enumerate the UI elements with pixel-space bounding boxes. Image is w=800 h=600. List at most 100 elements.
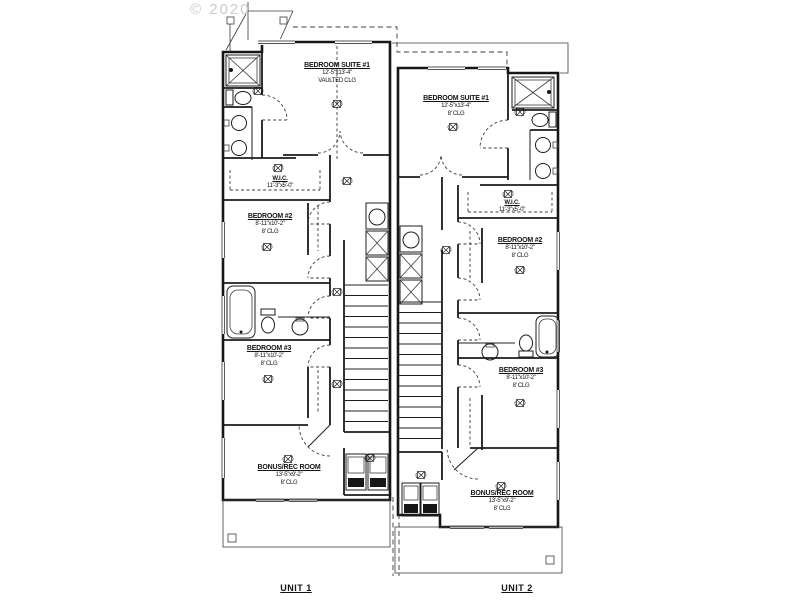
copyright-watermark: © 2020 (190, 1, 251, 18)
ceiling-fixture-icon (495, 482, 507, 490)
unit2-stairs (399, 301, 441, 439)
door-arc (457, 364, 481, 388)
unit1-washer-dryer (345, 453, 389, 491)
room-label-unit2-bonus: BONUS/REC ROOM 13'-5"x9'-2" 8' CLG (470, 490, 534, 512)
ceiling-fixture-icon (514, 266, 526, 274)
room-label-unit2-wic: W.I.C. 11'-3"x5'-0" (498, 200, 526, 214)
door-arc (261, 94, 288, 121)
unit2-laundry-stack (399, 225, 423, 305)
party-line-dashed (392, 497, 400, 576)
unit2-deck (394, 526, 563, 574)
door-arc (479, 119, 509, 149)
deck-post (545, 555, 555, 565)
window (258, 40, 295, 44)
unit2-toilet-master (531, 111, 557, 128)
room-label-unit2-bedroom3: BEDROOM #3 8'-11"x10'-2" 8' CLG (498, 367, 544, 389)
unit1-stairs (345, 284, 388, 422)
unit1-wic-rod (229, 170, 321, 191)
door-leaf (453, 447, 479, 471)
window (489, 525, 523, 529)
window (256, 498, 284, 502)
window (556, 232, 560, 270)
roof-detail-lines (225, 2, 569, 74)
ceiling-fixture-icon (331, 288, 343, 296)
ceiling-fixture-icon (272, 164, 284, 172)
window (289, 498, 317, 502)
unit1-sink-bath2 (291, 317, 309, 336)
ceiling-fixture-icon (282, 455, 294, 463)
unit1-doors (261, 94, 364, 457)
ceiling-fixture-icon (261, 243, 273, 251)
unit1-double-sinks (223, 115, 247, 156)
window (221, 222, 225, 258)
tub-faucet (239, 330, 243, 334)
window (450, 525, 484, 529)
ceiling-fixture-icon (440, 246, 452, 254)
unit2-toilet-bath2 (518, 334, 534, 358)
washer-drum (402, 231, 420, 249)
unit2-double-sinks (535, 137, 559, 179)
unit2-windows (428, 65, 561, 530)
ceiling-fixture-icon (514, 399, 526, 407)
door-arc (446, 447, 479, 480)
room-label-unit1-bedroom2: BEDROOM #2 8'-11"x10'-2" 8' CLG (247, 213, 293, 235)
roof-post-square (226, 16, 235, 25)
unit-2-label: UNIT 2 (501, 583, 533, 593)
room-label-unit1-suite: BEDROOM SUITE #1 12'-5"x13'-4" VAULTED C… (304, 62, 370, 84)
unit1-toilet-master (225, 89, 252, 106)
door-arc (307, 295, 331, 319)
deck-post (227, 533, 237, 543)
roof-post-square (279, 16, 288, 25)
door-arc (298, 424, 331, 457)
shower-head (547, 90, 551, 94)
unit1-deck (222, 499, 391, 548)
unit1-shower (225, 54, 261, 87)
window (221, 438, 225, 478)
unit1-laundry-stack (365, 202, 389, 282)
door-arc (307, 201, 331, 225)
door-arc (457, 277, 481, 301)
unit-1-label: UNIT 1 (280, 583, 312, 593)
window (221, 362, 225, 400)
room-label-unit1-bedroom3: BEDROOM #3 8'-11"x10'-2" 8' CLG (246, 345, 292, 367)
unit2-interior-walls (398, 73, 558, 480)
unit2-sink-bath2 (481, 343, 499, 361)
unit1-interior-walls (223, 42, 390, 496)
ceiling-fixture-icon (341, 177, 353, 185)
roof-overhang-dashed (293, 26, 508, 66)
ceiling-fixture-icon (415, 471, 427, 479)
ceiling-fixture-icon (331, 380, 343, 388)
unit2-doors (419, 119, 509, 480)
room-label-unit1-wic: W.I.C. 11'-3"x5'-0" (266, 176, 294, 190)
unit2-shower (511, 76, 555, 109)
window (428, 66, 465, 70)
roof-hip-line-left (225, 13, 247, 51)
window (221, 296, 225, 334)
unit2-plan (394, 65, 563, 574)
unit1-ceiling-fixtures (252, 87, 376, 463)
window (335, 40, 372, 44)
shower-head (229, 68, 233, 72)
unit2-tub (535, 315, 560, 358)
eave-outline (392, 42, 569, 74)
door-arc (457, 221, 481, 245)
washer-drum (368, 208, 386, 226)
door-leaf (307, 424, 331, 448)
french-doors (419, 153, 463, 176)
door-arc (457, 317, 481, 341)
ceiling-fixture-icon (262, 375, 274, 383)
door-arc (307, 344, 331, 368)
window (556, 462, 560, 500)
unit1-plan (220, 39, 392, 548)
room-label-unit1-bonus: BONUS/REC ROOM 13'-5"x9'-2" 8' CLG (257, 464, 321, 486)
unit1-windows (220, 39, 372, 503)
room-label-unit2-suite: BEDROOM SUITE #1 12'-5"x13'-4" 8' CLG (423, 95, 489, 117)
room-label-unit2-bedroom2: BEDROOM #2 8'-11"x10'-2" 8' CLG (497, 237, 543, 259)
unit2-washer-dryer (401, 482, 440, 517)
unit2-wic-rod (467, 192, 553, 213)
window (478, 66, 506, 70)
unit1-tub (226, 285, 256, 339)
tub-faucet (545, 350, 549, 354)
